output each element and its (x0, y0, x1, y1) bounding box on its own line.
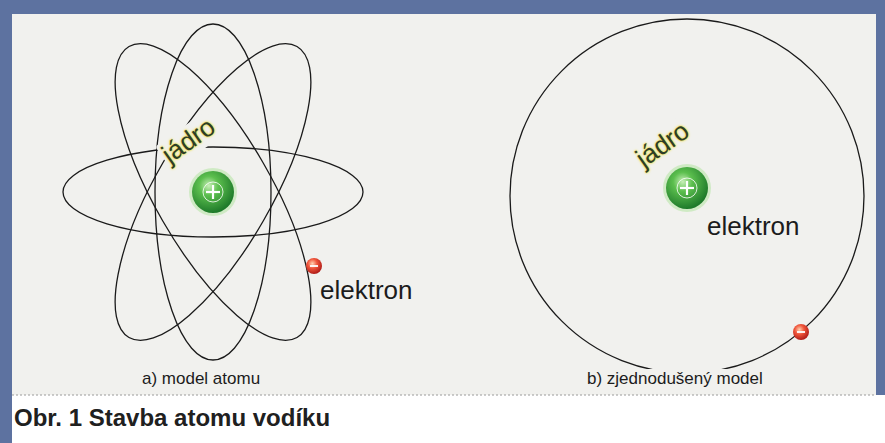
nucleus-label: jádro (155, 111, 223, 171)
orbit-circle (510, 19, 864, 373)
caption-panel (12, 395, 885, 443)
electron-label: elektron (705, 212, 802, 242)
electron-label: elektron (318, 276, 415, 306)
subfigure-label: b) zjednodušený model (585, 369, 765, 389)
orbit-ellipses (63, 18, 363, 367)
electron (793, 324, 809, 340)
separator-line (12, 395, 876, 396)
electron (306, 258, 322, 274)
nucleus-label: jádro (629, 115, 697, 175)
figure-panel (12, 14, 876, 395)
nucleus (663, 164, 711, 212)
figure-caption: Obr. 1 Stavba atomu vodíku (14, 404, 330, 432)
nucleus (189, 168, 237, 216)
subfigure-label: a) model atomu (140, 369, 262, 389)
